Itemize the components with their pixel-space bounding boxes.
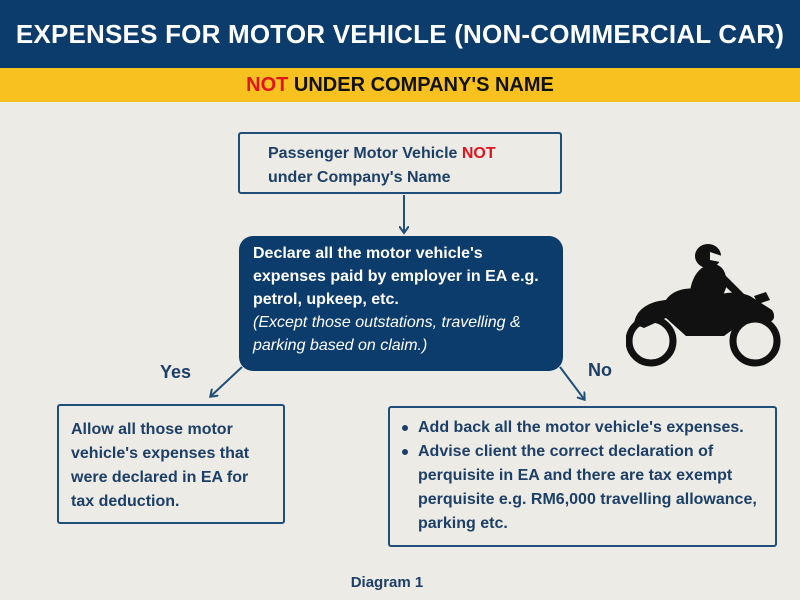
page-title-bar: EXPENSES FOR MOTOR VEHICLE (NON-COMMERCI… xyxy=(0,0,800,68)
decision-box: Declare all the motor vehicle's expenses… xyxy=(239,236,563,371)
yes-outcome-box: Allow all those motor vehicle's expenses… xyxy=(57,404,285,524)
subtitle-highlight: NOT xyxy=(246,73,289,96)
no-outcome-item: Advise client the correct declaration of… xyxy=(398,440,769,536)
no-outcome-item: Add back all the motor vehicle's expense… xyxy=(398,416,769,440)
start-box-line1-text: Passenger Motor Vehicle xyxy=(268,145,462,162)
yes-label: Yes xyxy=(160,362,192,382)
motorcycle-rider-icon xyxy=(626,244,781,367)
no-outcome-box: Add back all the motor vehicle's expense… xyxy=(388,406,777,547)
arrow-decision-to-yes xyxy=(211,366,243,396)
start-box: Passenger Motor Vehicle NOT under Compan… xyxy=(238,132,562,194)
subtitle-text: UNDER COMPANY'S NAME xyxy=(288,73,554,96)
no-label: No xyxy=(588,360,612,380)
arrow-decision-to-no xyxy=(559,366,584,399)
start-box-line1: Passenger Motor Vehicle NOT xyxy=(268,142,550,166)
decision-box-note: (Except those outstations, travelling & … xyxy=(253,314,521,354)
yes-outcome-text: Allow all those motor vehicle's expenses… xyxy=(71,421,250,510)
start-box-line2: under Company's Name xyxy=(268,169,451,186)
page-title: EXPENSES FOR MOTOR VEHICLE (NON-COMMERCI… xyxy=(15,18,785,49)
diagram-caption: Diagram 1 xyxy=(350,574,424,591)
no-outcome-list: Add back all the motor vehicle's expense… xyxy=(398,416,769,536)
subtitle-bar: NOT UNDER COMPANY'S NAME xyxy=(0,68,800,102)
start-box-highlight: NOT xyxy=(461,145,496,162)
decision-box-text: Declare all the motor vehicle's expenses… xyxy=(253,245,539,308)
